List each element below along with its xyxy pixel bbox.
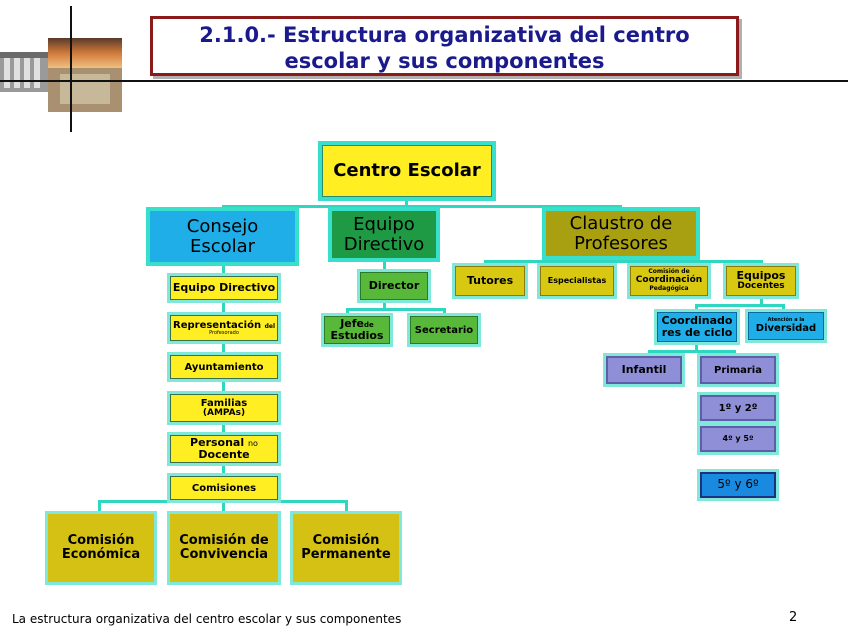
connector	[484, 260, 762, 263]
connector	[695, 304, 698, 312]
connector	[346, 308, 446, 311]
node-ciclo-5-6: 5º y 6º	[700, 472, 776, 498]
node-coordinadores-ciclo: Coordinado res de ciclo	[657, 312, 737, 342]
connector	[443, 308, 446, 316]
node-comision-convivencia: Comisión de Convivencia	[170, 514, 278, 582]
node-jefe-estudios: Jefede Estudios	[324, 316, 390, 344]
label: Equipo Directivo	[173, 282, 275, 294]
header-photo-image	[0, 38, 122, 112]
node-atencion-diversidad: Atención a la Diversidad	[748, 312, 824, 340]
connector	[782, 304, 785, 312]
node-comision-permanente: Comisión Permanente	[293, 514, 399, 582]
personal-line2: Docente	[198, 449, 249, 461]
label: Tutores	[467, 275, 513, 287]
label: Especialistas	[548, 277, 607, 286]
node-equipo-directivo: Equipo Directivo	[332, 211, 436, 258]
connector	[346, 308, 349, 316]
node-centro-escolar-label: Centro Escolar	[333, 161, 481, 181]
label: Director	[369, 280, 420, 292]
node-claustro-line2: Profesores	[574, 234, 668, 254]
node-especialistas: Especialistas	[540, 266, 614, 296]
node-ccp: Comisión de Coordinación Pedagógica	[630, 266, 708, 296]
slide-title-line2: escolar y sus componentes	[153, 48, 736, 74]
node-comision-economica: Comisión Económica	[48, 514, 154, 582]
slide-footer: La estructura organizativa del centro es…	[12, 612, 401, 626]
connector	[345, 500, 348, 514]
node-infantil: Infantil	[606, 356, 682, 384]
header-tick	[70, 6, 72, 132]
comision-convivencia-line1: Comisión de	[179, 534, 269, 548]
node-representacion: Representación del Profesorado	[170, 315, 278, 341]
node-director: Director	[360, 272, 428, 300]
personal-small: no	[248, 439, 258, 448]
ccp-sub: Pedagógica	[649, 286, 688, 293]
node-ciclo-4-5: 4º y 5º	[700, 426, 776, 452]
slide-title: 2.1.0.- Estructura organizativa del cent…	[150, 16, 739, 76]
label: 1º y 2º	[719, 403, 758, 414]
label: Primaria	[714, 365, 762, 376]
node-centro-escolar: Centro Escolar	[322, 145, 492, 197]
node-primaria: Primaria	[700, 356, 776, 384]
page-number: 2	[789, 610, 797, 625]
node-ayuntamiento: Ayuntamiento	[170, 355, 278, 379]
comision-permanente-line1: Comisión	[313, 534, 380, 548]
connector	[222, 500, 225, 514]
atencion-main: Diversidad	[756, 323, 816, 334]
node-consejo-escolar: Consejo Escolar	[150, 211, 295, 262]
connector	[648, 350, 736, 353]
comision-economica-line2: Económica	[62, 548, 140, 562]
connector	[383, 258, 386, 272]
slide-title-line1: 2.1.0.- Estructura organizativa del cent…	[153, 22, 736, 48]
header-rule	[0, 80, 848, 82]
node-claustro: Claustro de Profesores	[546, 211, 696, 256]
node-consejo-line1: Consejo	[187, 217, 258, 237]
personal-main: Personal	[190, 436, 244, 449]
connector	[222, 205, 622, 208]
jefe-line2: Estudios	[331, 330, 384, 342]
node-personal: Personal no Docente	[170, 435, 278, 463]
connector	[695, 304, 785, 307]
representacion-small2: Profesorado	[209, 331, 239, 337]
header-photo	[0, 38, 122, 112]
node-equipo-line2: Directivo	[344, 235, 425, 255]
familias-line1: Familias	[201, 398, 247, 409]
node-consejo-line2: Escolar	[190, 237, 255, 257]
node-comisiones: Comisiones	[170, 476, 278, 500]
jefe-small: de	[364, 321, 374, 329]
comision-economica-line1: Comisión	[68, 534, 135, 548]
connector	[98, 500, 101, 514]
node-secretario: Secretario	[410, 316, 478, 344]
equipos-line2: Docentes	[737, 282, 784, 292]
jefe-main: Jefe	[340, 317, 364, 330]
coordinadores-line2: res de ciclo	[662, 327, 733, 339]
comision-permanente-line2: Permanente	[301, 548, 390, 562]
label: Secretario	[415, 325, 473, 336]
label: Infantil	[622, 364, 667, 376]
node-ciclo-1-2: 1º y 2º	[700, 395, 776, 421]
label: 5º y 6º	[717, 478, 758, 491]
node-equipo-line1: Equipo	[353, 215, 415, 235]
familias-line2: (AMPAs)	[203, 409, 245, 419]
label: Ayuntamiento	[184, 362, 263, 373]
comision-convivencia-line2: Convivencia	[180, 548, 268, 562]
node-equipo-directivo-consejo: Equipo Directivo	[170, 276, 278, 300]
node-tutores: Tutores	[455, 266, 525, 296]
node-claustro-line1: Claustro de	[570, 214, 673, 234]
node-equipos-docentes: Equipos Docentes	[726, 266, 796, 296]
representacion-small1: del	[265, 323, 275, 330]
label: 4º y 5º	[723, 435, 754, 444]
node-familias: Familias (AMPAs)	[170, 394, 278, 422]
label: Comisiones	[192, 483, 256, 494]
